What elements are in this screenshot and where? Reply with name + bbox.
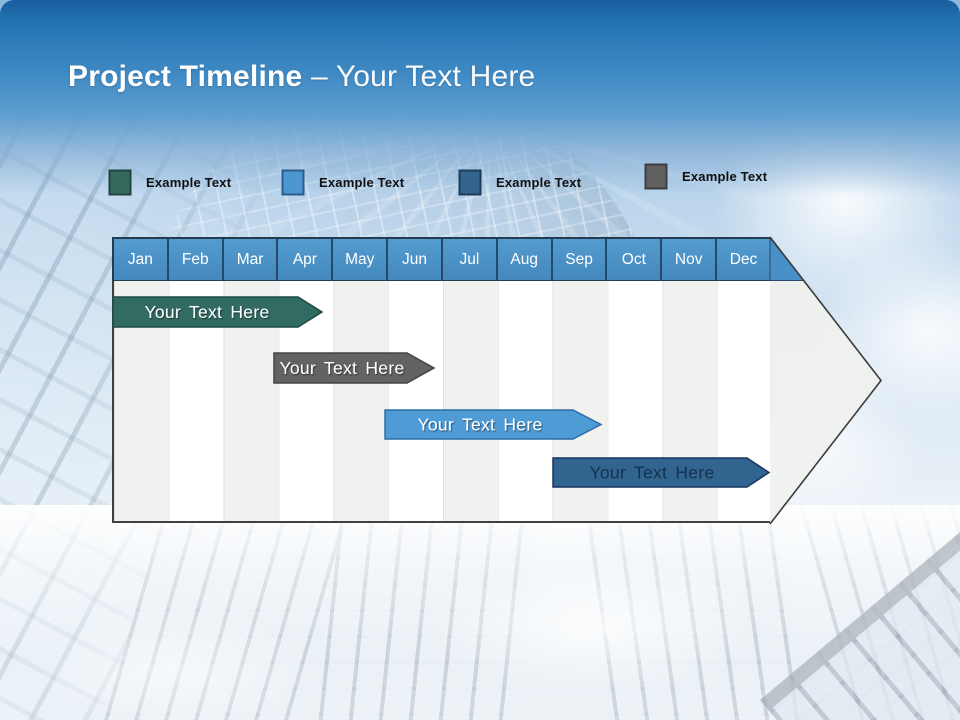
title-bold: Project Timeline <box>68 60 303 93</box>
timeline-bar-3[interactable]: Your Text Here <box>384 409 603 440</box>
legend-item-4[interactable]: Example Text <box>644 163 767 190</box>
timeline-arrow-head <box>769 236 883 525</box>
legend-label: Example Text <box>682 169 768 184</box>
bar-label: Your Text Here <box>145 302 270 322</box>
legend-label: Example Text <box>319 175 405 190</box>
bar-label: Your Text Here <box>418 415 543 435</box>
month-cell[interactable]: Jun <box>386 239 441 280</box>
legend-label: Example Text <box>496 175 582 190</box>
legend-swatch <box>644 163 668 190</box>
month-cell[interactable]: Nov <box>660 239 716 280</box>
header-band <box>0 0 960 195</box>
timeline-bar-1[interactable]: Your Text Here <box>112 296 324 328</box>
month-cell[interactable]: Jul <box>440 239 496 280</box>
bar-label: Your Text Here <box>590 463 715 483</box>
page-title[interactable]: Project Timeline – Your Text Here <box>68 60 535 94</box>
month-cell[interactable]: Feb <box>166 239 222 280</box>
legend-item-2[interactable]: Example Text <box>281 169 404 196</box>
timeline-bar-2[interactable]: Your Text Here <box>273 352 437 384</box>
title-regular: – Your Text Here <box>310 60 536 93</box>
month-cell[interactable]: Mar <box>221 239 277 280</box>
month-cell[interactable]: Oct <box>605 239 661 280</box>
legend-swatch <box>458 169 482 196</box>
month-cell[interactable]: Dec <box>715 239 770 280</box>
month-cell[interactable]: Jan <box>114 239 167 280</box>
month-cell[interactable]: May <box>331 239 387 280</box>
legend-item-3[interactable]: Example Text <box>458 169 581 196</box>
timeline-month-band: Jan Feb Mar Apr May Jun Jul Aug Sep Oct … <box>112 237 770 281</box>
legend-swatch <box>281 169 305 196</box>
legend-item-1[interactable]: Example Text <box>108 169 231 196</box>
timeline-bar-4[interactable]: Your Text Here <box>552 457 771 488</box>
month-cell[interactable]: Apr <box>276 239 332 280</box>
bar-label: Your Text Here <box>280 358 405 378</box>
legend-label: Example Text <box>146 175 232 190</box>
month-cell[interactable]: Aug <box>495 239 551 280</box>
month-cell[interactable]: Sep <box>550 239 606 280</box>
legend-swatch <box>108 169 132 196</box>
